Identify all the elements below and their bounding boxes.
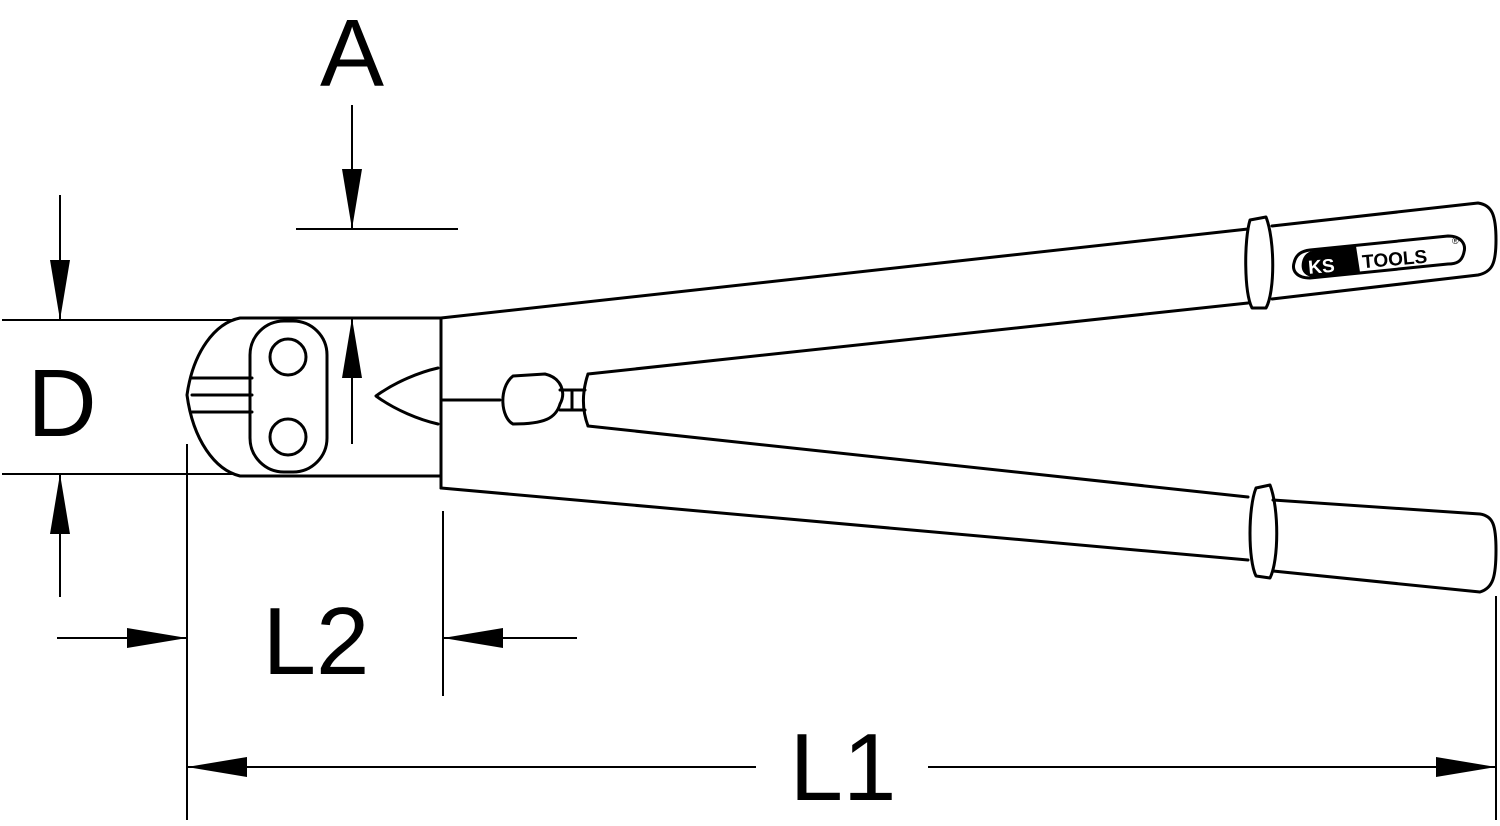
pivot-bolt-bottom — [268, 417, 308, 457]
dimension-l1-label: L1 — [790, 714, 897, 821]
dimension-l2: L2 — [57, 444, 577, 820]
dimension-l1: L1 — [187, 596, 1497, 821]
ks-tools-logo: KS TOOLS ® — [1292, 234, 1466, 280]
dimension-a: A — [296, 0, 458, 444]
dimension-d: D — [2, 195, 234, 597]
cutting-edge — [374, 366, 440, 426]
logo-badge — [1292, 234, 1466, 280]
logo-tools-text: TOOLS — [1361, 247, 1428, 274]
upper-grip — [1270, 201, 1498, 301]
adjuster-rod — [558, 388, 587, 412]
dimension-a-label: A — [320, 0, 384, 107]
bolt-cutter-outline — [185, 201, 1498, 594]
upper-handle — [439, 227, 1250, 562]
logo-ks-block — [1301, 246, 1360, 278]
pivot-plate — [248, 319, 329, 474]
lower-grip-collar — [1248, 483, 1279, 580]
upper-grip-collar — [1244, 215, 1275, 310]
cutter-head — [185, 316, 442, 478]
jaw-lines — [190, 376, 254, 414]
dimension-d-label: D — [27, 350, 96, 457]
logo-registered-mark: ® — [1452, 236, 1459, 246]
lower-grip — [1271, 498, 1498, 594]
dimension-l2-label: L2 — [263, 588, 370, 695]
pivot-bolt-top — [268, 337, 308, 377]
adjuster-nut — [501, 372, 565, 426]
logo-ks-text: KS — [1307, 256, 1335, 279]
